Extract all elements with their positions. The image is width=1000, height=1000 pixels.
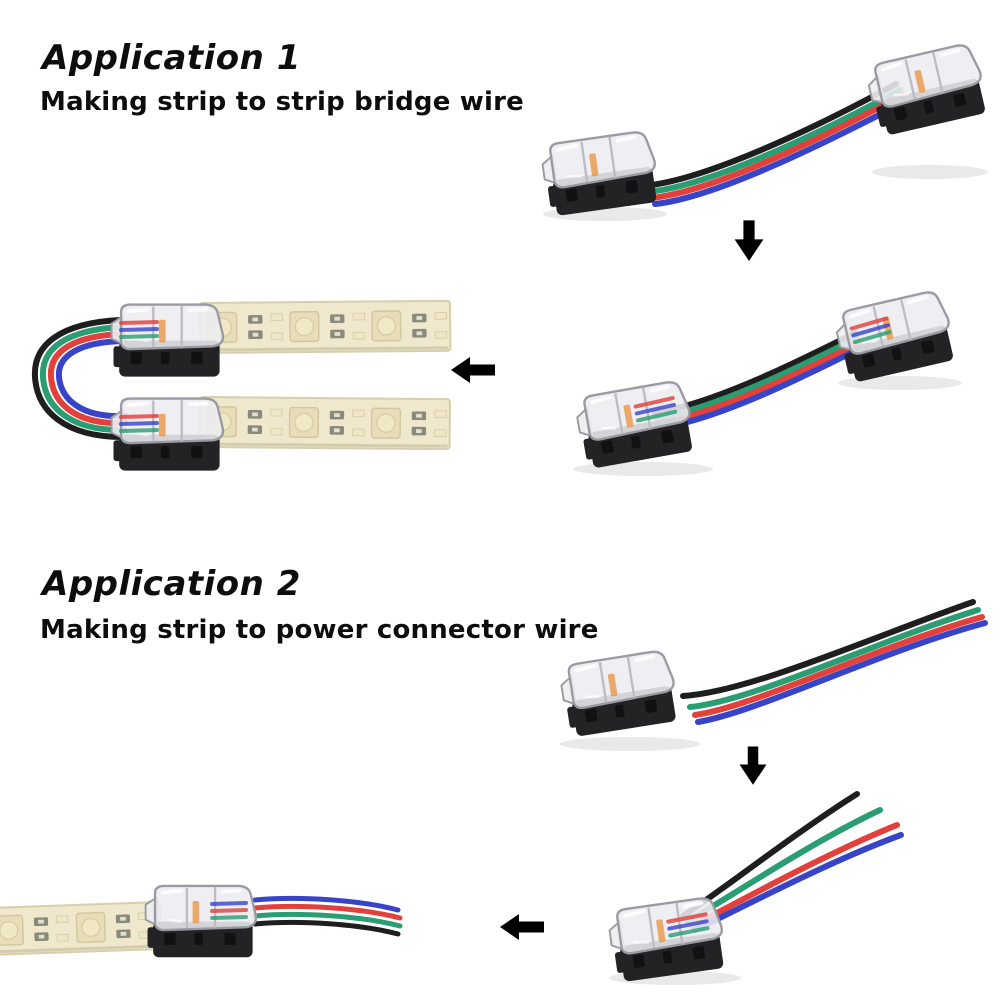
figure-two-connectors-and-bridge-wire bbox=[538, 40, 992, 221]
power-wire-loose bbox=[680, 599, 988, 725]
led-strip bbox=[199, 299, 452, 354]
wire-channels bbox=[119, 320, 159, 339]
photo-shadow bbox=[838, 376, 962, 390]
strip-connector bbox=[143, 884, 258, 960]
photo-shadow bbox=[872, 165, 988, 179]
wire-channels bbox=[633, 396, 678, 423]
photo-shadow bbox=[560, 737, 700, 751]
figure-strip-connected-to-power-wire bbox=[0, 884, 403, 960]
strip-connector bbox=[538, 128, 663, 219]
arrow-left-icon bbox=[500, 912, 544, 942]
strip-connector bbox=[572, 377, 699, 472]
strip-connector bbox=[862, 40, 992, 140]
led-strip bbox=[0, 901, 163, 956]
wire-channels bbox=[849, 316, 892, 345]
figure-connector-and-power-wire bbox=[556, 599, 988, 751]
strip-connector bbox=[605, 894, 730, 985]
bridge-wire-loop bbox=[31, 317, 128, 440]
power-ribbon-wire bbox=[252, 895, 403, 937]
section-2-heading: Application 2 bbox=[42, 564, 301, 604]
figure-two-strips-joined-by-bridge-wire bbox=[31, 299, 452, 473]
strip-connector bbox=[556, 647, 682, 740]
led-strip bbox=[198, 396, 451, 451]
wire-channels bbox=[666, 912, 710, 938]
bridge-wire-loose bbox=[639, 81, 909, 207]
strip-connector bbox=[830, 287, 960, 387]
section-2-subheading: Making strip to power connector wire bbox=[40, 615, 599, 645]
arrow-down-icon bbox=[733, 218, 765, 264]
section-1-heading: Application 1 bbox=[42, 38, 301, 78]
figure-connector-with-wire-attached bbox=[605, 791, 904, 985]
wire-channels bbox=[119, 414, 159, 433]
strip-connector bbox=[109, 302, 225, 379]
strip-connector bbox=[109, 396, 225, 473]
section-1-subheading: Making strip to strip bridge wire bbox=[40, 87, 524, 117]
figure-assembled-bridge-wire bbox=[572, 287, 962, 476]
wire-channels bbox=[210, 901, 248, 920]
